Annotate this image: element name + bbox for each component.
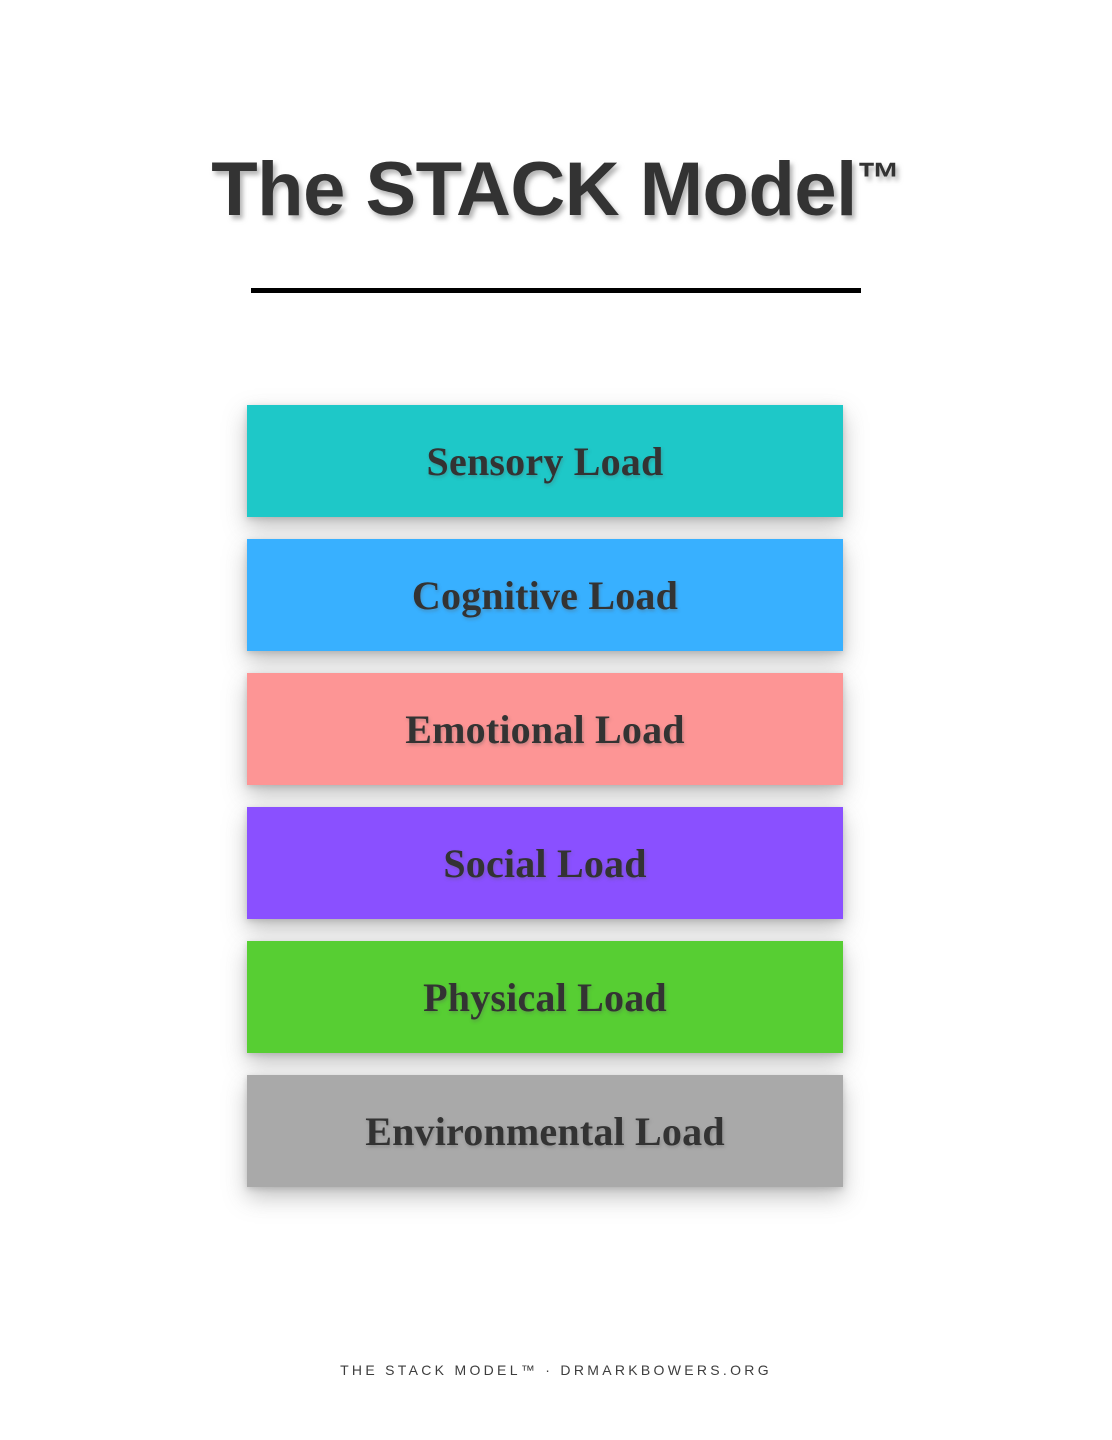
- stack-layers: Sensory Load Cognitive Load Emotional Lo…: [247, 405, 843, 1187]
- stack-layer-label: Physical Load: [423, 974, 667, 1020]
- stack-layer-physical[interactable]: Physical Load: [247, 941, 843, 1053]
- stack-layer-emotional[interactable]: Emotional Load: [247, 673, 843, 785]
- stack-layer-label: Sensory Load: [426, 438, 664, 484]
- title-divider: [251, 288, 861, 293]
- stack-layer-social[interactable]: Social Load: [247, 807, 843, 919]
- stack-layer-label: Emotional Load: [405, 706, 685, 752]
- stack-layer-cognitive[interactable]: Cognitive Load: [247, 539, 843, 651]
- page-title: The STACK Model™: [0, 147, 1112, 232]
- stack-layer-label: Environmental Load: [365, 1108, 725, 1154]
- stack-layer-label: Social Load: [443, 840, 647, 886]
- page-title-main: The STACK Model: [211, 147, 857, 232]
- stack-layer-sensory[interactable]: Sensory Load: [247, 405, 843, 517]
- title-divider-wrap: [0, 288, 1112, 293]
- poster-footer: THE STACK MODEL™ · DRMARKBOWERS.ORG: [0, 1362, 1112, 1380]
- poster-header: The STACK Model™: [0, 147, 1112, 232]
- footer-attribution: THE STACK MODEL™ · DRMARKBOWERS.ORG: [340, 1362, 772, 1378]
- stack-layer-label: Cognitive Load: [411, 572, 679, 618]
- trademark-symbol: ™: [856, 154, 901, 203]
- stack-layer-environmental[interactable]: Environmental Load: [247, 1075, 843, 1187]
